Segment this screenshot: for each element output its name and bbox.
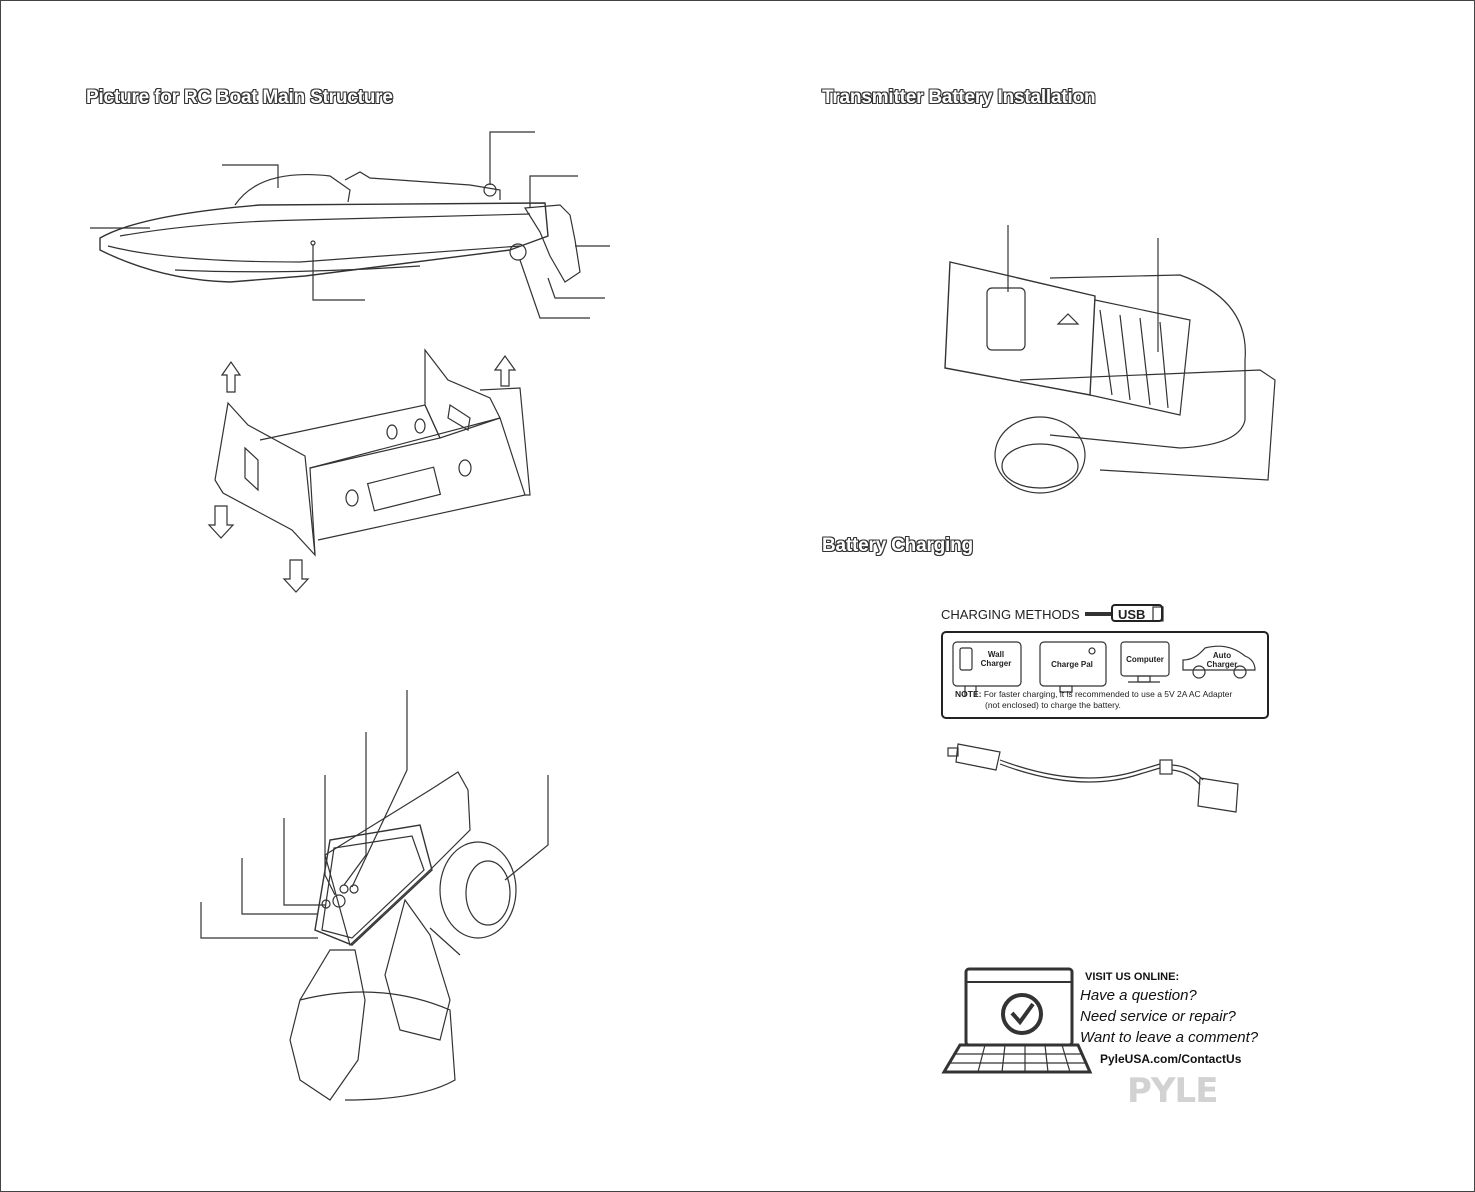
heading-battery-charging: Battery Charging bbox=[822, 535, 973, 556]
charging-methods-title: CHARGING METHODS bbox=[941, 607, 1080, 622]
usb-badge: USB bbox=[1111, 604, 1163, 622]
contact-url[interactable]: PyleUSA.com/ContactUs bbox=[1100, 1052, 1242, 1066]
heading-boat-structure: Picture for RC Boat Main Structure bbox=[86, 87, 393, 108]
laptop-icon bbox=[941, 967, 1093, 1074]
transmitter-leader-lines bbox=[200, 690, 549, 956]
heading-transmitter-battery: Transmitter Battery Installation bbox=[822, 87, 1096, 108]
note-line-1: For faster charging, it is recommended t… bbox=[983, 689, 1233, 699]
method-wall-charger: Wall Charger bbox=[980, 650, 1012, 668]
method-computer: Computer bbox=[1126, 655, 1164, 664]
question-2: Need service or repair? bbox=[1080, 1008, 1236, 1025]
boat-stand-illustration bbox=[214, 348, 531, 557]
note-label: NOTE: bbox=[955, 689, 982, 699]
transmitter-illustration bbox=[289, 771, 517, 1101]
charging-methods-box bbox=[941, 631, 1269, 719]
boat-leader-lines bbox=[90, 131, 610, 319]
note-line-2: (not enclosed) to charge the battery. bbox=[985, 700, 1121, 710]
method-charge-pal: Charge Pal bbox=[1051, 660, 1093, 669]
charging-note: NOTE: For faster charging, it is recomme… bbox=[955, 689, 1265, 711]
transmitter-battery-illustration bbox=[944, 225, 1276, 494]
stand-arrows bbox=[207, 354, 517, 593]
charging-method-icons bbox=[952, 641, 1256, 696]
method-auto-charger: Auto Charger bbox=[1206, 651, 1238, 669]
charging-cable-illustration bbox=[947, 743, 1239, 813]
visit-us-online: VISIT US ONLINE: bbox=[1085, 971, 1180, 983]
boat-illustration bbox=[99, 171, 581, 283]
question-1: Have a question? bbox=[1080, 987, 1197, 1004]
question-3: Want to leave a comment? bbox=[1080, 1029, 1259, 1046]
brand-logo: PYLE bbox=[1127, 1071, 1218, 1111]
